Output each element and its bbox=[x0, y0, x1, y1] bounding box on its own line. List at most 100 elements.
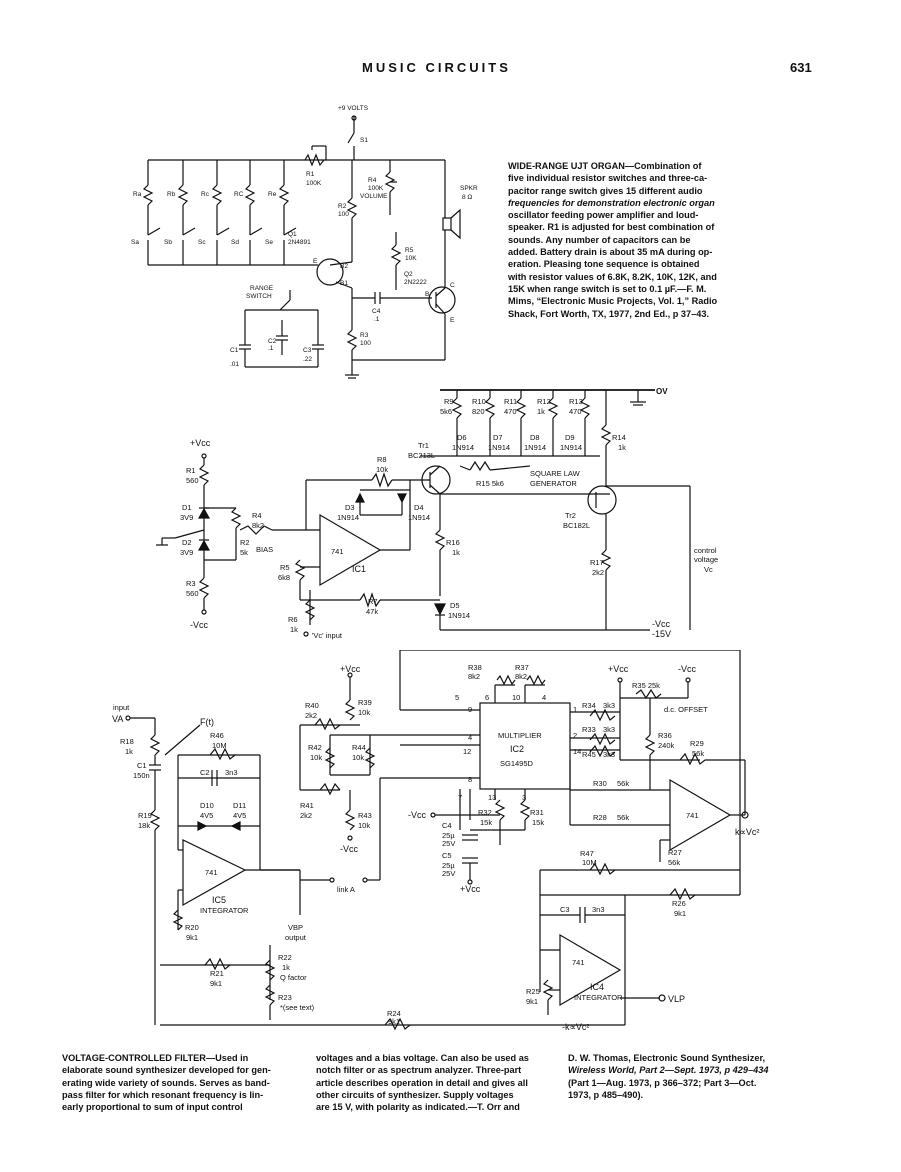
svg-text:D3: D3 bbox=[345, 503, 355, 512]
svg-text:R36: R36 bbox=[658, 731, 672, 740]
svg-text:R38: R38 bbox=[468, 663, 482, 672]
svg-text:-k∝Vc²: -k∝Vc² bbox=[562, 1022, 589, 1032]
vcf-caption-col3: D. W. Thomas, Electronic Sound Synthesiz… bbox=[568, 1053, 769, 1100]
svg-text:R3: R3 bbox=[186, 579, 196, 588]
svg-text:5: 5 bbox=[455, 693, 459, 702]
svg-text:R13: R13 bbox=[569, 397, 583, 406]
svg-text:R47: R47 bbox=[580, 849, 594, 858]
svg-text:R27: R27 bbox=[668, 848, 682, 857]
svg-text:10M: 10M bbox=[582, 858, 597, 867]
svg-text:output: output bbox=[285, 933, 307, 942]
svg-text:GENERATOR: GENERATOR bbox=[530, 479, 577, 488]
svg-text:C2: C2 bbox=[200, 768, 210, 777]
svg-text:BIAS: BIAS bbox=[256, 545, 273, 554]
svg-text:1N914: 1N914 bbox=[560, 443, 582, 452]
svg-text:R1: R1 bbox=[306, 171, 315, 178]
svg-text:10k: 10k bbox=[358, 708, 370, 717]
svg-text:100: 100 bbox=[338, 211, 349, 218]
svg-text:560: 560 bbox=[186, 589, 199, 598]
vcf-caption-col1: VOLTAGE-CONTROLLED FILTER—Used in elabor… bbox=[62, 1053, 271, 1113]
page-header-title: MUSIC CIRCUITS bbox=[362, 60, 511, 75]
svg-text:R5: R5 bbox=[405, 247, 414, 254]
svg-text:Q2: Q2 bbox=[404, 271, 413, 278]
svg-text:*(see text): *(see text) bbox=[280, 1003, 315, 1012]
svg-text:2k2: 2k2 bbox=[592, 568, 604, 577]
svg-text:control: control bbox=[694, 546, 717, 555]
svg-text:3n3: 3n3 bbox=[592, 905, 605, 914]
svg-text:'Vc' input: 'Vc' input bbox=[312, 631, 343, 640]
svg-text:C: C bbox=[450, 282, 455, 289]
svg-text:C3: C3 bbox=[560, 905, 570, 914]
svg-text:R4: R4 bbox=[368, 177, 377, 184]
svg-text:VA: VA bbox=[112, 714, 123, 724]
svg-text:150n: 150n bbox=[133, 771, 150, 780]
svg-text:R28: R28 bbox=[593, 813, 607, 822]
svg-text:10k: 10k bbox=[358, 821, 370, 830]
svg-text:R6: R6 bbox=[288, 615, 298, 624]
svg-text:Sb: Sb bbox=[164, 239, 172, 246]
svg-text:k∝Vc²: k∝Vc² bbox=[735, 827, 759, 837]
svg-text:R43: R43 bbox=[358, 811, 372, 820]
svg-text:Sc: Sc bbox=[198, 239, 206, 246]
svg-text:9: 9 bbox=[468, 705, 472, 714]
svg-text:R1: R1 bbox=[186, 466, 196, 475]
svg-text:D7: D7 bbox=[493, 433, 503, 442]
svg-text:240k: 240k bbox=[658, 741, 675, 750]
svg-text:RC: RC bbox=[234, 191, 244, 198]
svg-text:Q1: Q1 bbox=[288, 231, 297, 238]
svg-text:1N914: 1N914 bbox=[337, 513, 359, 522]
svg-text:1k: 1k bbox=[290, 625, 298, 634]
svg-text:4: 4 bbox=[542, 693, 546, 702]
svg-text:4V5: 4V5 bbox=[233, 811, 246, 820]
svg-text:R30: R30 bbox=[593, 779, 607, 788]
svg-text:R9: R9 bbox=[444, 397, 454, 406]
svg-text:9k1: 9k1 bbox=[674, 909, 686, 918]
svg-text:741: 741 bbox=[331, 547, 344, 556]
svg-text:5k: 5k bbox=[240, 548, 248, 557]
svg-text:R37: R37 bbox=[515, 663, 529, 672]
svg-text:Sa: Sa bbox=[131, 239, 139, 246]
svg-text:56k: 56k bbox=[668, 858, 680, 867]
svg-text:820: 820 bbox=[472, 407, 485, 416]
svg-text:C1: C1 bbox=[137, 761, 147, 770]
svg-text:Q factor: Q factor bbox=[280, 973, 307, 982]
svg-text:BC182L: BC182L bbox=[563, 521, 590, 530]
svg-text:MULTIPLIER: MULTIPLIER bbox=[498, 731, 542, 740]
svg-text:+Vcc: +Vcc bbox=[460, 884, 481, 894]
svg-text:8: 8 bbox=[468, 775, 472, 784]
svg-text:D1: D1 bbox=[182, 503, 192, 512]
svg-text:1k: 1k bbox=[125, 747, 133, 756]
svg-text:F(t): F(t) bbox=[200, 717, 214, 727]
svg-text:D6: D6 bbox=[457, 433, 467, 442]
svg-text:+Vcc: +Vcc bbox=[608, 664, 629, 674]
svg-text:R34: R34 bbox=[582, 701, 596, 710]
resistor-bank bbox=[142, 160, 318, 266]
svg-text:R29: R29 bbox=[690, 739, 704, 748]
svg-text:OV: OV bbox=[656, 387, 668, 396]
svg-text:6: 6 bbox=[485, 693, 489, 702]
svg-text:R2: R2 bbox=[338, 203, 347, 210]
svg-text:56k: 56k bbox=[617, 813, 629, 822]
svg-text:25V: 25V bbox=[442, 869, 455, 878]
svg-text:-Vcc: -Vcc bbox=[408, 810, 427, 820]
svg-text:R19: R19 bbox=[138, 811, 152, 820]
svg-text:100: 100 bbox=[360, 340, 371, 347]
svg-text:741: 741 bbox=[205, 868, 218, 877]
svg-text:2N4891: 2N4891 bbox=[288, 239, 311, 246]
svg-text:+Vcc: +Vcc bbox=[190, 438, 211, 448]
svg-text:C4: C4 bbox=[442, 821, 452, 830]
svg-text:VOLUME: VOLUME bbox=[360, 193, 388, 200]
svg-text:1N914: 1N914 bbox=[408, 513, 430, 522]
svg-text:25µ: 25µ bbox=[442, 831, 455, 840]
svg-text:15k: 15k bbox=[532, 818, 544, 827]
svg-text:R5: R5 bbox=[280, 563, 290, 572]
svg-text:1N914: 1N914 bbox=[488, 443, 510, 452]
svg-text:Se: Se bbox=[265, 239, 273, 246]
svg-text:R20: R20 bbox=[185, 923, 199, 932]
svg-text:E: E bbox=[450, 317, 455, 324]
lbl-supply: +9 VOLTS bbox=[338, 105, 369, 112]
svg-text:10k: 10k bbox=[310, 753, 322, 762]
svg-text:IC4: IC4 bbox=[590, 982, 604, 992]
svg-text:56k: 56k bbox=[692, 749, 704, 758]
